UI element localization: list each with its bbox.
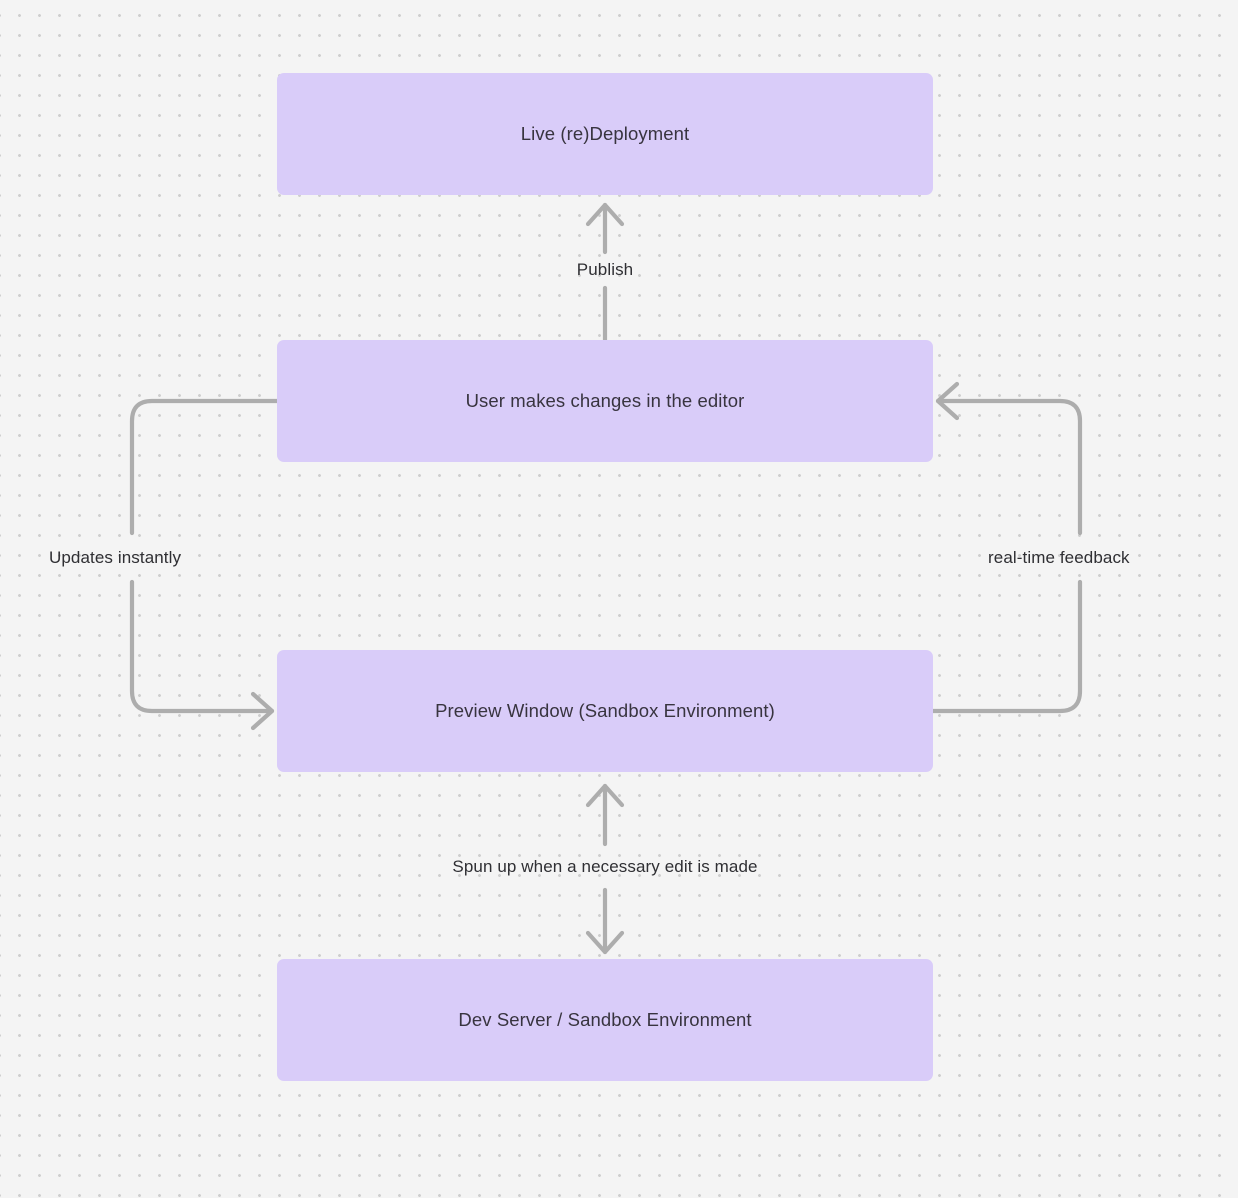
edge-label-real-time-feedback: real-time feedback bbox=[988, 548, 1130, 567]
node-preview-window[interactable]: Preview Window (Sandbox Environment) bbox=[277, 650, 933, 772]
node-dev-server-label: Dev Server / Sandbox Environment bbox=[458, 1008, 752, 1030]
node-user-editor[interactable]: User makes changes in the editor bbox=[277, 340, 933, 462]
node-user-editor-label: User makes changes in the editor bbox=[465, 389, 745, 411]
node-dev-server[interactable]: Dev Server / Sandbox Environment bbox=[277, 959, 933, 1081]
edge-label-updates-instantly: Updates instantly bbox=[49, 548, 182, 567]
edge-label-spun-up: Spun up when a necessary edit is made bbox=[452, 857, 758, 876]
node-live-deployment-label: Live (re)Deployment bbox=[520, 122, 690, 144]
node-preview-window-label: Preview Window (Sandbox Environment) bbox=[435, 699, 775, 721]
node-live-deployment[interactable]: Live (re)Deployment bbox=[277, 73, 933, 195]
edge-label-publish: Publish bbox=[576, 260, 634, 279]
